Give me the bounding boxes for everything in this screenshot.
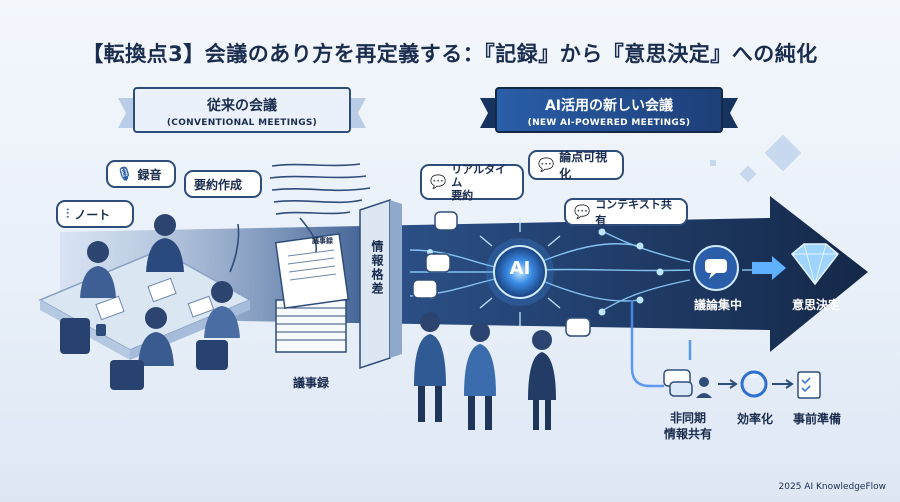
bubble-notes-label: ノート [74, 207, 111, 222]
minutes-label: 議事録 [292, 376, 329, 390]
left-banner-subtitle: (CONVENTIONAL MEETINGS) [166, 118, 318, 128]
discussion-focus-node [693, 245, 739, 291]
right-banner: AI活用の新しい会議 (NEW AI-POWERED MEETINGS) [502, 95, 716, 128]
sliders-icon: ⫶ [66, 206, 70, 222]
bubble-realtime-summary-text: リアルタイム 要約 [451, 163, 514, 202]
left-banner: 従来の会議 (CONVENTIONAL MEETINGS) [140, 95, 344, 128]
bubble-context-sharing-label: コンテキスト共有 [595, 198, 672, 227]
chat-icon: 💬 [430, 174, 447, 190]
ai-hub [479, 218, 561, 326]
conventional-meeting-illustration [38, 214, 252, 390]
bottom-item-efficiency: 効率化 [736, 412, 773, 426]
bubble-summary-label: 要約作成 [194, 177, 243, 192]
small-chat-bubbles [412, 211, 591, 337]
information-gap-wall [359, 198, 402, 370]
bottom-item-async: 非同期 情報共有 [654, 410, 722, 442]
footer-copyright: 2025 AI KnowledgeFlow [778, 482, 886, 492]
bottom-item-async-line2: 情報共有 [663, 427, 712, 441]
scribble-notes [229, 163, 371, 273]
document-title: 議事録 [312, 237, 333, 245]
bottom-process-icons [663, 369, 821, 399]
bubble-context-sharing: 💬 コンテキスト共有 [564, 198, 688, 227]
microphone-icon: 🎙 [116, 166, 133, 182]
ai-hub-label: AI [509, 258, 531, 279]
info-gap-label: 情報格差 [370, 240, 384, 296]
bottom-item-preparation: 事前準備 [792, 412, 841, 426]
chat-icon: 💬 [538, 157, 555, 173]
ai-flow-lines [409, 229, 770, 388]
bubble-realtime-summary: 💬 リアルタイム 要約 [420, 163, 524, 202]
bubble-realtime-line2: 要約 [451, 188, 474, 202]
bottom-item-async-line1: 非同期 [669, 411, 706, 425]
left-banner-title: 従来の会議 [207, 98, 277, 114]
bubble-recording-label: 録音 [137, 167, 162, 182]
new-meeting-people [414, 312, 556, 430]
bubble-recording: 🎙 録音 [106, 160, 176, 188]
bubble-realtime-line1: リアルタイム [451, 162, 507, 189]
bubble-notes: ⫶ ノート [56, 200, 134, 228]
focus-label: 議論集中 [693, 298, 742, 312]
decor-squares [710, 134, 802, 183]
decision-label: 意思決定 [791, 298, 840, 312]
minutes-paper-stack [274, 233, 350, 353]
diamond-icon [790, 243, 840, 286]
main-flow-arrow [60, 196, 868, 352]
right-banner-ribbon [480, 87, 738, 133]
bubble-summary: 要約作成 [184, 170, 262, 198]
chat-icon: 💬 [574, 204, 591, 220]
right-banner-subtitle: (NEW AI-POWERED MEETINGS) [527, 118, 691, 128]
right-banner-title: AI活用の新しい会議 [544, 98, 674, 114]
left-banner-ribbon [118, 87, 366, 133]
arrow-to-decision [752, 256, 786, 280]
page-title: 【転換点3】会議のあり方を再定義する：『記録』から『意思決定』への純化 [82, 42, 818, 66]
bubble-issue-visualization-label: 論点可視化 [559, 150, 608, 181]
bubble-issue-visualization: 💬 論点可視化 [528, 150, 624, 181]
